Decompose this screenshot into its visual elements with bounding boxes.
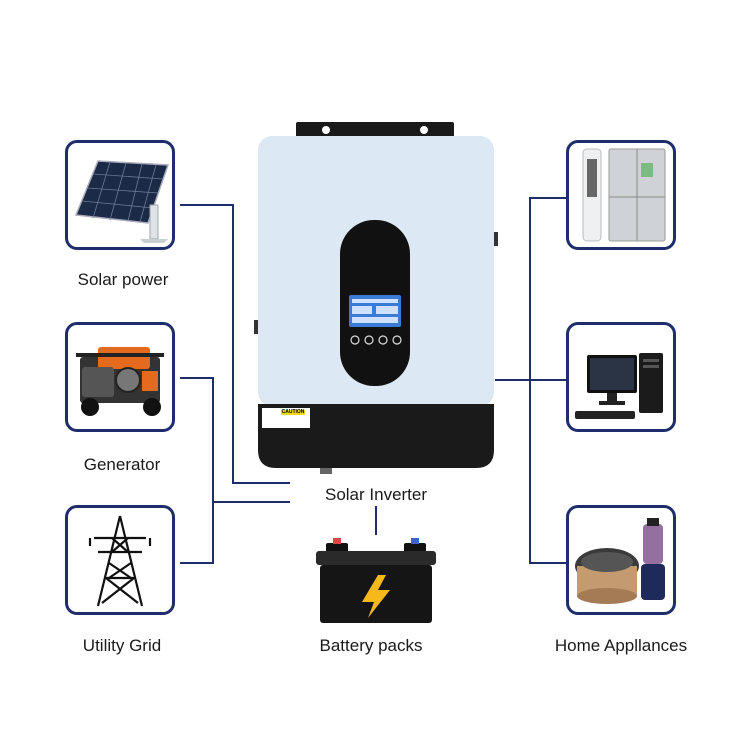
kitchen-appliances-box (566, 505, 676, 615)
utility-grid-box (65, 505, 175, 615)
generator-icon (76, 347, 164, 416)
battery-packs-label: Battery packs (319, 636, 423, 655)
computer-box (566, 322, 676, 432)
generator-box (65, 322, 175, 432)
refrigerator-box (566, 140, 676, 250)
rice-cooker-icon (575, 518, 665, 604)
solar-power-label: Solar power (77, 270, 169, 289)
computer-icon (575, 353, 663, 419)
refrigerator-icon (582, 148, 666, 242)
solar-power-box (65, 140, 175, 250)
solar-panel-icon (74, 160, 170, 243)
solar-inverter-label: Solar Inverter (324, 485, 428, 504)
home-appliances-label: Home Appllances (554, 636, 688, 655)
caution-sticker-text: CAUTION (281, 409, 305, 415)
generator-label: Generator (83, 455, 161, 474)
transmission-tower-icon (88, 515, 152, 607)
utility-grid-label: Utility Grid (82, 636, 162, 655)
